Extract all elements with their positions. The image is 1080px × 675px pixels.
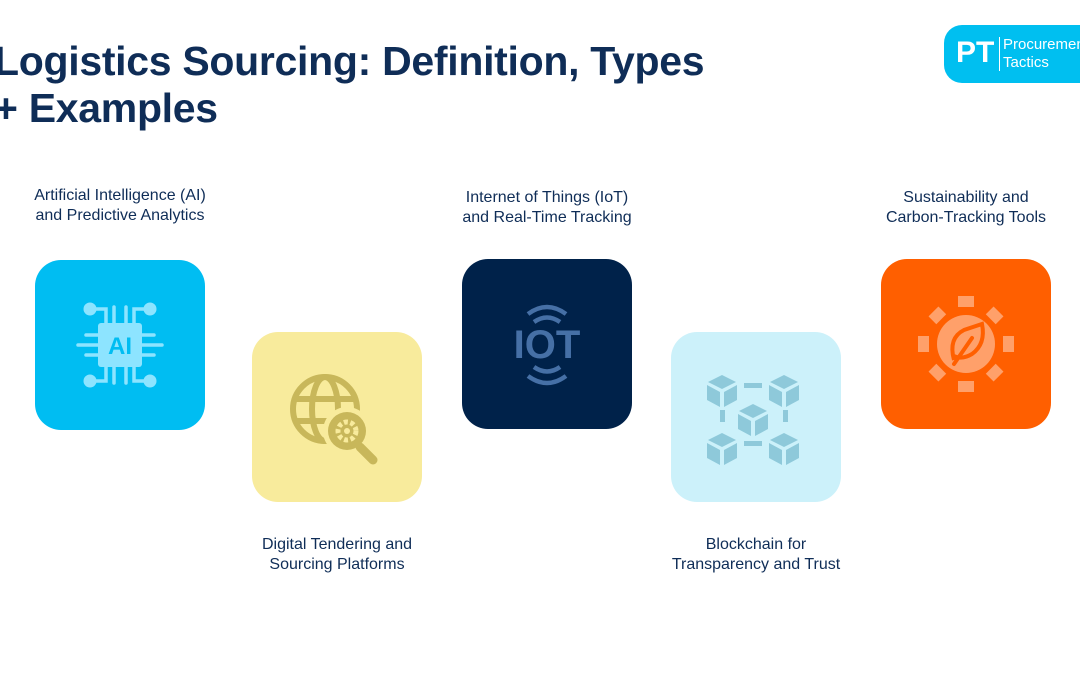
- logo-divider: [999, 37, 1000, 71]
- title-line-1: Logistics Sourcing: Definition, Types: [0, 38, 705, 84]
- card-ai: AI: [35, 260, 205, 430]
- logo-mark: PT: [956, 36, 995, 69]
- card-iot: IOT: [462, 259, 632, 429]
- procurement-tactics-logo: PT ProcurementTactics: [944, 25, 1080, 83]
- svg-text:IOT: IOT: [514, 323, 581, 367]
- sun-leaf-icon: [918, 296, 1014, 392]
- card-digital-tendering: [252, 332, 422, 502]
- card-blockchain: [671, 332, 841, 502]
- card-sustainability: [881, 259, 1051, 429]
- blockchain-cubes-icon: [707, 375, 799, 465]
- label-iot: Internet of Things (IoT)and Real-Time Tr…: [462, 189, 632, 226]
- svg-text:AI: AI: [108, 333, 132, 360]
- iot-icon: IOT: [514, 304, 581, 386]
- label-ai: Artificial Intelligence (AI)and Predicti…: [34, 187, 206, 224]
- globe-gear-search-icon: [290, 374, 378, 465]
- page-title: Logistics Sourcing: Definition, Types + …: [0, 38, 705, 132]
- logo-name: ProcurementTactics: [1003, 36, 1080, 71]
- ai-chip-icon: AI: [76, 302, 164, 388]
- title-line-2: + Examples: [0, 85, 218, 131]
